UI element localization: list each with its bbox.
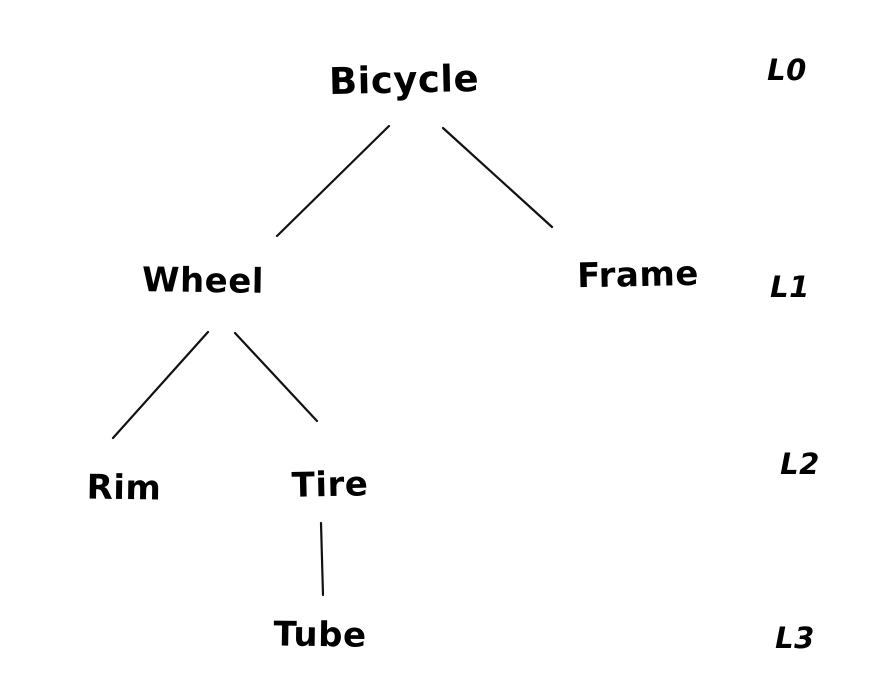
- node-tire: Tire: [291, 464, 369, 506]
- edge-wheel-tire: [233, 331, 319, 423]
- node-wheel: Wheel: [141, 260, 265, 302]
- node-frame: Frame: [576, 253, 700, 297]
- node-rim: Rim: [86, 467, 162, 509]
- level-label-l1: L1: [770, 270, 810, 304]
- level-label-l0: L0: [767, 53, 807, 87]
- edge-tire-tube: [319, 521, 325, 597]
- edge-bicycle-wheel: [275, 124, 391, 238]
- node-bicycle: Bicycle: [328, 56, 480, 104]
- level-label-l2: L2: [780, 447, 820, 481]
- node-tube: Tube: [273, 614, 367, 656]
- edge-wheel-rim: [111, 330, 210, 440]
- edge-bicycle-frame: [441, 126, 554, 229]
- level-label-l3: L3: [775, 621, 815, 655]
